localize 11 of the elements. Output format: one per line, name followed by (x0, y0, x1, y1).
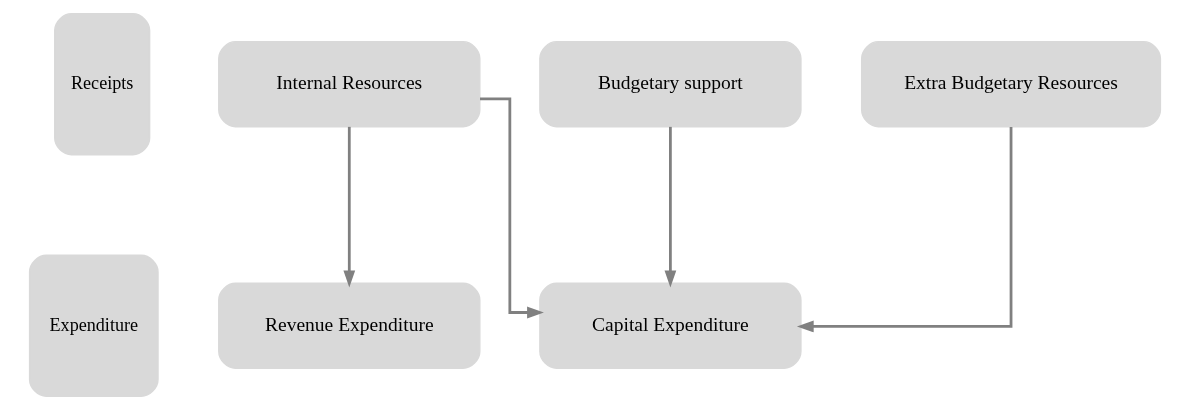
node-box: Internal Resources (218, 40, 481, 128)
node-box: Capital Expenditure (539, 282, 802, 370)
node-box: Revenue Expenditure (218, 282, 481, 370)
arrow (664, 126, 677, 288)
node-box: Expenditure (28, 254, 159, 397)
node-box: Extra Budgetary Resources (860, 40, 1162, 128)
arrow (796, 127, 1013, 333)
arrow (480, 97, 544, 319)
arrow (343, 126, 356, 288)
node-box: Budgetary support (539, 40, 802, 128)
node-box: Receipts (54, 13, 151, 156)
